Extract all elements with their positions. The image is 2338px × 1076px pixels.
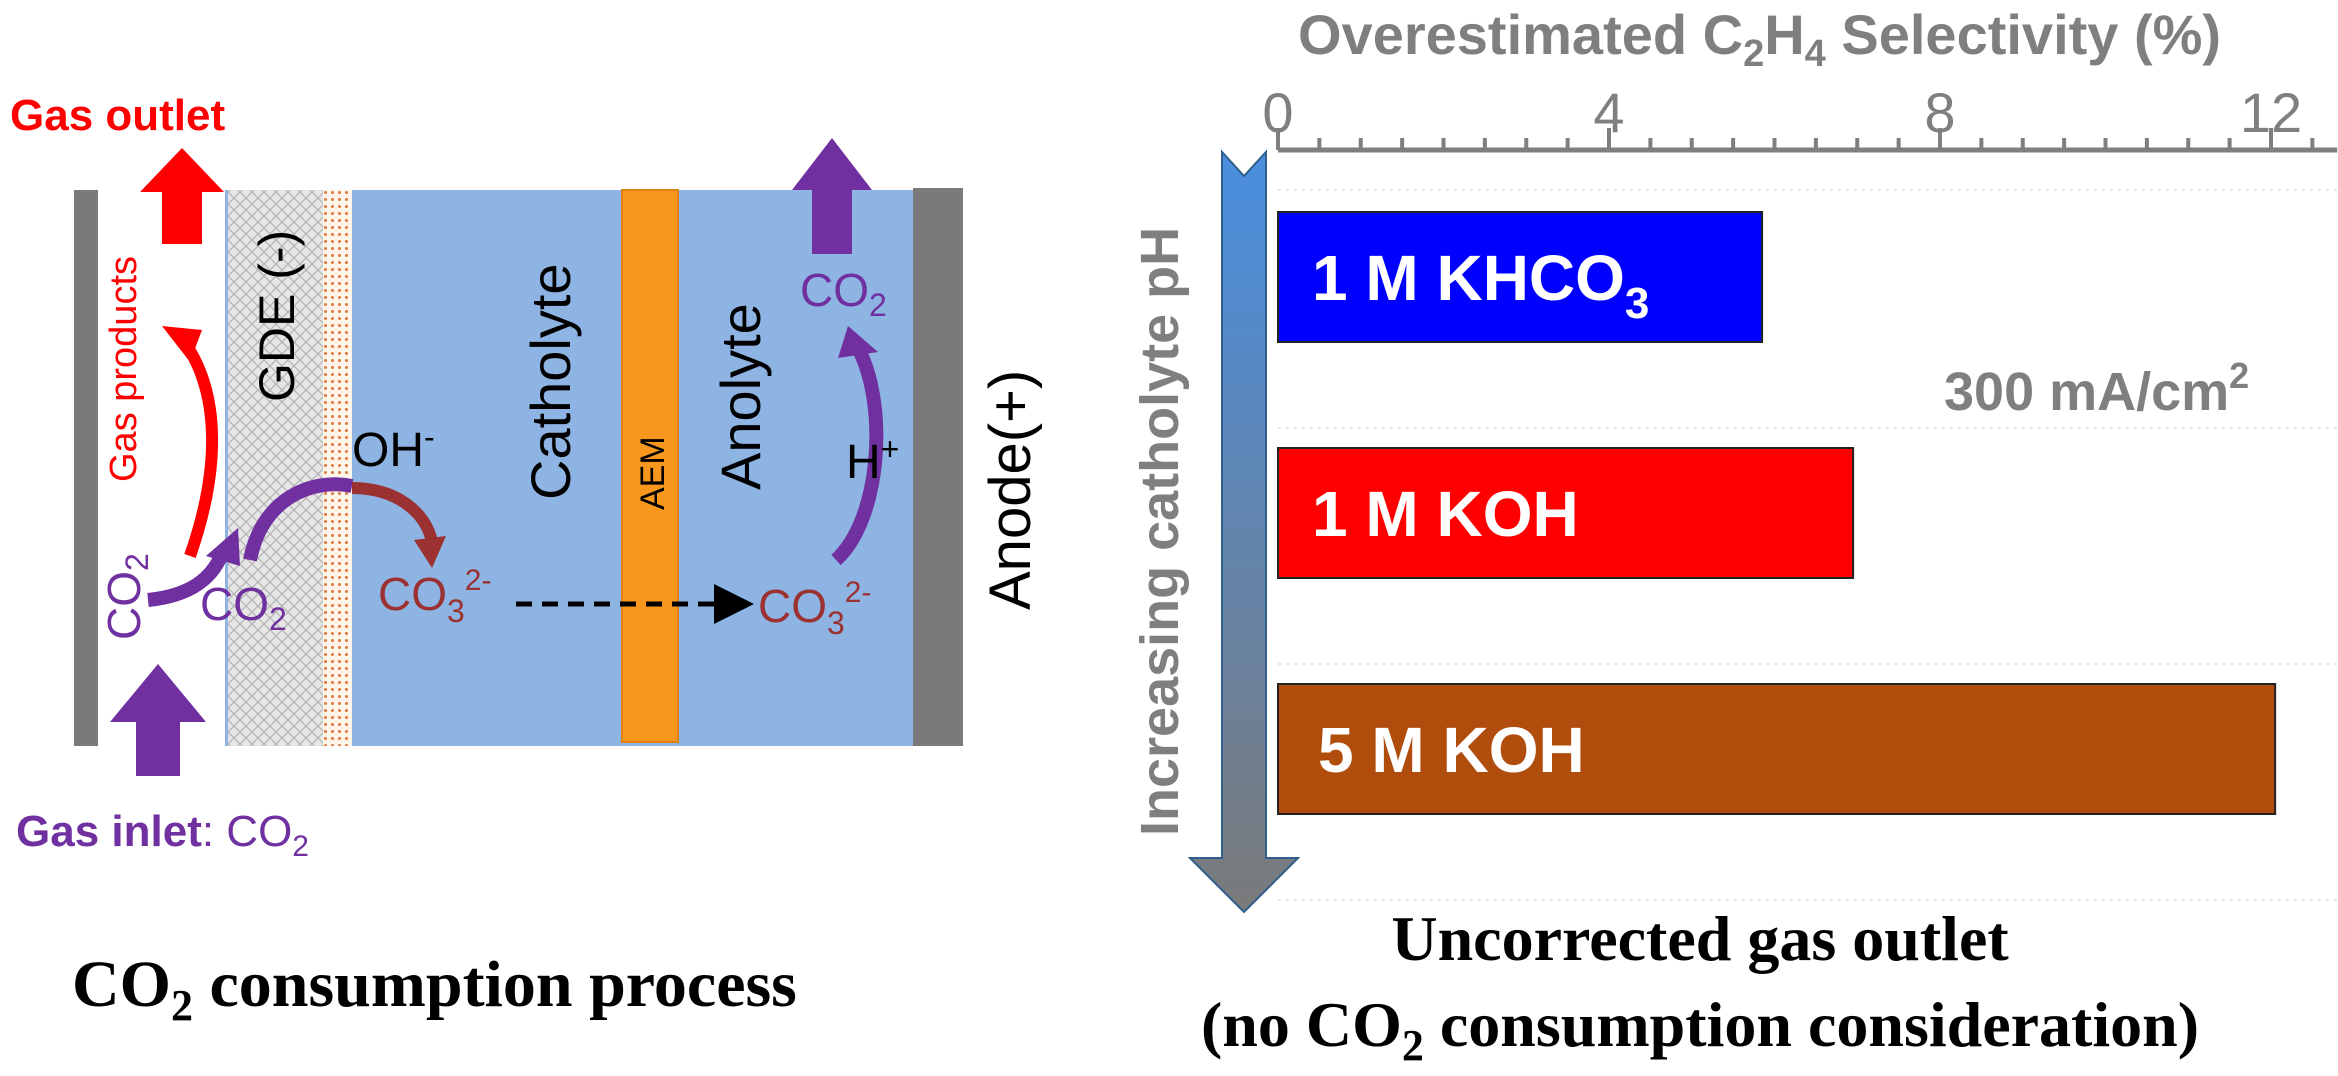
anode-plate — [913, 188, 963, 746]
selectivity-chart: Overestimated C2H4 Selectivity (%) 0 4 8 12… — [1130, 3, 2338, 1070]
right-caption-line2: (no CO2 consumption consideration) — [1201, 989, 2199, 1070]
aem-label: AEM — [634, 436, 672, 510]
gas-products-label: Gas products — [103, 256, 145, 482]
current-density-label: 300 mA/cm2 — [1944, 355, 2249, 422]
bar — [1277, 211, 1764, 343]
hplus-label: H+ — [846, 431, 899, 489]
x-tick-label: 4 — [1593, 81, 1624, 144]
gas-outlet-arrow — [140, 148, 224, 244]
co2-uptake-arrow-head — [206, 528, 240, 566]
catalyst-layer — [322, 190, 352, 746]
gas-inlet-arrow — [110, 664, 206, 776]
gridlines — [1278, 189, 2338, 901]
co2-vent-arrow — [792, 138, 872, 254]
bar-label: 1 M KOH — [1312, 478, 1579, 550]
bar — [1277, 447, 1855, 579]
carbonate-formation-arrow-head — [414, 536, 446, 568]
x-tick-label: 8 — [1924, 81, 1955, 144]
x-tick-label: 0 — [1262, 81, 1293, 144]
ph-arrow — [1187, 149, 1301, 914]
carbonate-formation-arrow — [351, 482, 438, 544]
gde-layer — [228, 190, 323, 746]
anode-label: Anode(+) — [978, 370, 1043, 610]
oh-label: OH- — [352, 419, 435, 477]
co2-anolyte-label: CO2 — [800, 264, 887, 323]
gas-products-arrow-head — [162, 326, 202, 362]
co2-release-arrow — [831, 348, 884, 566]
gas-products-arrow — [175, 332, 218, 558]
bar-label: 1 M KHCO3 — [1312, 242, 1649, 328]
left-caption: CO2 consumption process — [72, 948, 797, 1030]
co3-anolyte-label: CO32- — [758, 576, 871, 641]
catholyte-label: Catholyte — [519, 263, 582, 500]
bars: 1 M KHCO3 1 M KOH 5 M KOH — [1277, 211, 2277, 815]
gas-inlet-label: Gas inlet: CO2 — [16, 807, 309, 863]
x-tick-label: 12 — [2240, 81, 2302, 144]
co2-release-arrow-head — [838, 326, 878, 358]
co3-catholyte-label: CO32- — [378, 564, 491, 629]
co2-reaction-arrow — [243, 477, 354, 562]
gas-outlet-label: Gas outlet — [10, 91, 225, 140]
gde-label: GDE (-) — [249, 230, 305, 402]
anolyte-label: Anolyte — [709, 303, 772, 490]
aem-membrane — [621, 189, 679, 743]
axis-title: Overestimated C2H4 Selectivity (%) — [1298, 3, 2221, 75]
bar-label: 5 M KOH — [1318, 714, 1585, 786]
co2-gde-label: CO2 — [200, 578, 287, 637]
right-caption-line1: Uncorrected gas outlet — [1391, 903, 2009, 974]
cathode-plate — [74, 190, 98, 746]
ph-label: Increasing catholyte pH — [1130, 227, 1190, 836]
bar — [1277, 683, 2277, 815]
x-axis: 0 4 8 12 — [1262, 81, 2338, 153]
co2-outer-label: CO2 — [98, 553, 155, 640]
cell-diagram: Gas outlet Gas products CO2 GDE (-) CO2 … — [10, 91, 1043, 1030]
